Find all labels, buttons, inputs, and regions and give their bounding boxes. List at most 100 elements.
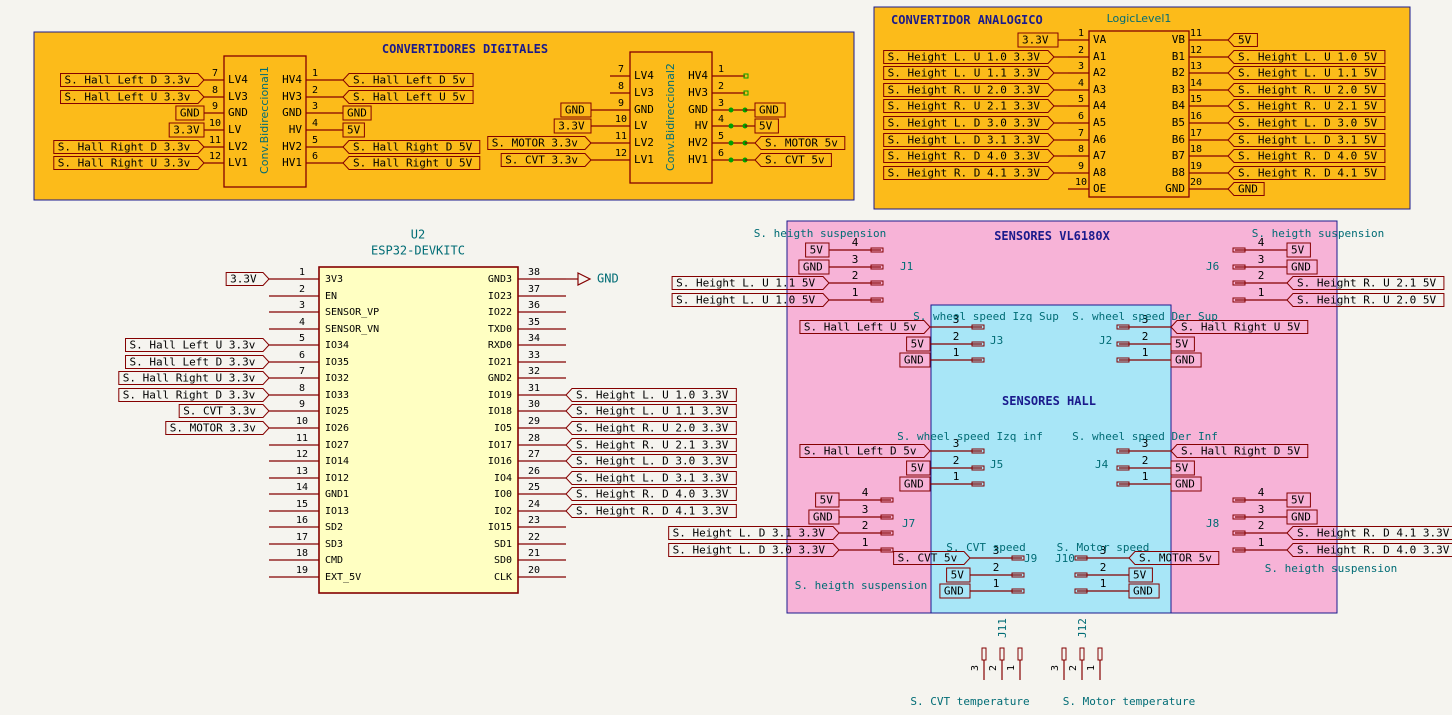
J7-pin-body	[880, 514, 894, 520]
conv2-pin-name: LV2	[634, 136, 654, 149]
J6-ref: J6	[1206, 260, 1219, 273]
esp32-pin-num: 24	[528, 499, 540, 510]
J1-net-label: GND	[803, 261, 823, 274]
esp32-pin-name: TXD0	[488, 324, 512, 335]
logic-net-label-flag	[1227, 116, 1386, 130]
J4-net-label-box	[1170, 476, 1202, 492]
J6-net-label-flag	[1286, 293, 1445, 307]
J5-pin-num: 1	[953, 470, 960, 483]
conv1-net-label: S. Hall Left U 5v	[353, 91, 466, 104]
conv2-pin-name: LV	[634, 119, 648, 132]
logic-net-label-flag	[1227, 33, 1258, 47]
J4-pin-num: 1	[1142, 470, 1149, 483]
esp32-net-label: S. Height L. D 3.1 3.3V	[576, 472, 729, 485]
esp32-pin-name: SD1	[494, 539, 512, 550]
logic-net-label-flag	[1227, 149, 1386, 163]
esp32-net-label-flag	[565, 504, 737, 518]
esp32-pin-name: IO35	[325, 357, 349, 368]
esp32-net-label-flag	[565, 471, 737, 485]
conv1-pin-num: 10	[209, 118, 221, 129]
esp32-net-label-flag	[565, 438, 737, 452]
logic-net-label-flag	[883, 50, 1055, 64]
esp32-pin-name: IO15	[488, 522, 512, 533]
esp32-pin-num: 27	[528, 449, 540, 460]
J9-net-label: 5V	[951, 569, 965, 582]
esp32-pin-name: IO4	[494, 473, 512, 484]
conv2-pin-name: LV3	[634, 86, 654, 99]
J3-net-label-box	[899, 352, 931, 368]
conv2-pin-name: GND	[634, 103, 654, 116]
J7-pin-num: 2	[862, 519, 869, 532]
J9-pin-num: 3	[993, 544, 1000, 557]
J8-net-label: S. Height R. D 4.0 3.3V	[1297, 544, 1450, 557]
esp32-pin-name: IO0	[494, 489, 512, 500]
J5-pin-num: 3	[953, 437, 960, 450]
conv2-pin-num: 4	[718, 114, 724, 125]
logic-pin-num: 3	[1078, 61, 1084, 72]
esp32-pin-num: 14	[296, 482, 308, 493]
esp32-ref: U2	[411, 228, 425, 242]
conv2-net-label-flag	[754, 153, 832, 167]
logic-pin-num: 1	[1078, 28, 1084, 39]
logic-pin-num: 10	[1075, 177, 1087, 188]
J11-pin-num: 1	[1006, 665, 1017, 671]
logic-pin-name: A7	[1093, 149, 1106, 162]
J3-title: S. wheel speed Izq Sup	[913, 310, 1059, 323]
logic-net-label: S. Height R. D 4.0 3.3V	[888, 150, 1041, 163]
J7-pin-body	[880, 547, 894, 553]
esp32-pin-num: 37	[528, 284, 540, 295]
J10-title: S. Motor speed	[1057, 541, 1150, 554]
J6-net-label: S. Height R. U 2.0 5V	[1297, 294, 1436, 307]
logic-net-label: S. Height R. U 2.0 5V	[1238, 84, 1377, 97]
J8-net-label-box	[1286, 509, 1318, 525]
esp32-net-label: 3.3V	[230, 273, 257, 286]
esp32-pin-name: IO14	[325, 456, 349, 467]
esp32-pin-name: SENSOR_VN	[325, 324, 379, 335]
conv1-net-label-flag	[60, 73, 205, 87]
J3-pin-body	[971, 341, 985, 347]
esp32-net-label-flag	[225, 272, 270, 286]
conv2-junction	[728, 157, 734, 163]
J10-net-label-box	[1128, 583, 1160, 599]
J7-ref: J7	[902, 517, 915, 530]
J11-title: S. CVT temperature	[910, 695, 1029, 708]
logic-pin-num: 19	[1190, 161, 1202, 172]
J2-net-label: S. Hall Right U 5V	[1181, 321, 1301, 334]
esp32-pin-name: IO22	[488, 307, 512, 318]
J2-net-label: GND	[1175, 354, 1195, 367]
J1-net-label-box	[805, 242, 830, 258]
logic-pin-num: 8	[1078, 144, 1084, 155]
esp32-net-label-flag	[125, 355, 270, 369]
conv2-pin-name: HV	[695, 119, 709, 132]
J9-net-label-box	[946, 567, 971, 583]
esp32-net-label-flag	[565, 388, 737, 402]
J7-net-label-flag	[668, 526, 840, 540]
conv1-pin-name: LV1	[228, 156, 248, 169]
esp32-net-label-flag	[118, 371, 270, 385]
logic-pin-num: 4	[1078, 78, 1084, 89]
J8-net-label-flag	[1286, 543, 1452, 557]
esp32-pin-num: 36	[528, 300, 540, 311]
hall-sensors-title: SENSORES HALL	[1002, 394, 1096, 408]
J4-title: S. wheel speed Der Inf	[1072, 430, 1218, 443]
vl6180-title: SENSORES VL6180X	[994, 229, 1110, 243]
esp32-pin-name: GND2	[488, 373, 512, 384]
conv1-pin-name: HV4	[282, 73, 302, 86]
esp32-net-label: S. Height R. D 4.0 3.3V	[576, 488, 729, 501]
J10-ref: J10	[1055, 552, 1075, 565]
conv2-net-label-box	[553, 118, 592, 134]
logic-net-label-flag	[883, 166, 1055, 180]
esp32-pin-name: IO25	[325, 406, 349, 417]
J5-pin-body	[971, 481, 985, 487]
logic-pin-name: VA	[1093, 33, 1107, 46]
J7-net-label: S. Height L. D 3.0 3.3V	[673, 544, 826, 557]
J1-net-label-flag	[671, 276, 830, 290]
esp32-pin-num: 2	[299, 284, 305, 295]
J3-pin-num: 1	[953, 346, 960, 359]
esp32-net-label: S. CVT 3.3v	[183, 405, 256, 418]
esp32-pin-name: IO5	[494, 423, 512, 434]
J5-title: S. wheel speed Izq inf	[897, 430, 1043, 443]
J12-pin-num: 3	[1050, 665, 1061, 671]
conv1-pin-name: GND	[282, 106, 302, 119]
J1-pin-num: 4	[852, 236, 859, 249]
